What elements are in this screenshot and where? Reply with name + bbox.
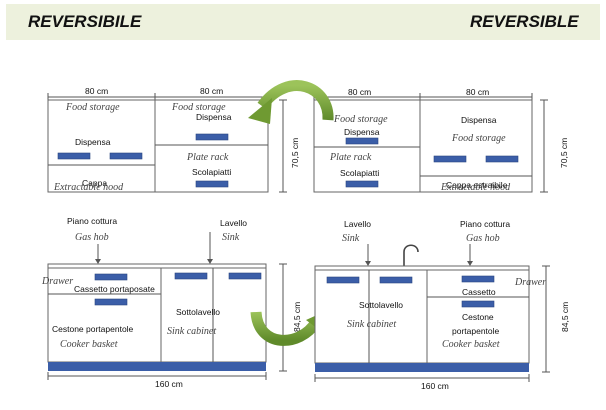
label-plate-rack: Plate rack [329, 152, 372, 163]
plinth [48, 362, 266, 371]
label-plate-rack: Plate rack [186, 152, 229, 163]
bottom-right-base-units: Lavello Sink Piano cottura Gas hob Sotto… [314, 219, 570, 391]
handle [94, 298, 128, 306]
title-left: REVERSIBILE [28, 12, 142, 31]
handle [228, 272, 262, 280]
label-dispensa: Dispensa [75, 137, 111, 147]
cabinet-hob [426, 269, 530, 364]
label-extractable-hood: Extractable hood [53, 182, 124, 193]
label-portapentole: portapentole [452, 326, 500, 336]
handle [379, 276, 413, 284]
worktop [314, 265, 530, 271]
pointer-head [207, 259, 213, 264]
label-drawer: Drawer [41, 276, 73, 287]
plinth [315, 363, 529, 372]
label-gas-hob: Gas hob [466, 233, 500, 244]
handle [345, 180, 379, 188]
handle [195, 180, 229, 188]
handle [433, 155, 467, 163]
height-label: 70,5 cm [290, 138, 300, 168]
handle [94, 273, 128, 281]
cabinet-left [47, 99, 156, 193]
label-cassetto-portaposate: Cassetto portaposate [74, 284, 155, 294]
label-scolapiatti: Scolapiatti [340, 168, 379, 178]
handle [345, 137, 379, 145]
height-label: 84,5 cm [560, 302, 570, 332]
label-lavello: Lavello [344, 219, 371, 229]
label-food-storage: Food storage [65, 102, 120, 113]
faucet-icon [403, 244, 419, 266]
dim-label-80cm: 80 cm [85, 86, 108, 96]
label-sottolavello: Sottolavello [176, 307, 220, 317]
cabinet-sink [314, 269, 428, 364]
label-sink-cabinet: Sink cabinet [347, 319, 396, 330]
label-dispensa: Dispensa [196, 112, 232, 122]
label-dispensa: Dispensa [461, 115, 497, 125]
dim-label-80cm: 80 cm [466, 87, 489, 97]
width-label: 160 cm [155, 379, 183, 389]
height-label: 84,5 cm [292, 302, 302, 332]
label-lavello: Lavello [220, 218, 247, 228]
bottom-left-base-units: Piano cottura Gas hob Lavello Sink Drawe… [41, 216, 302, 389]
handle [195, 133, 229, 141]
dim-label-80cm: 80 cm [348, 87, 371, 97]
pointer-head [95, 259, 101, 264]
dim-label-80cm: 80 cm [200, 86, 223, 96]
label-sink: Sink [222, 232, 240, 243]
label-cestone: Cestone [462, 312, 494, 322]
title-banner [6, 4, 600, 40]
label-extractable-hood: Extractable hood [440, 182, 511, 193]
label-piano-cottura: Piano cottura [460, 219, 510, 229]
label-food-storage: Food storage [171, 102, 226, 113]
cabinet-right [154, 99, 269, 193]
label-piano-cottura: Piano cottura [67, 216, 117, 226]
handle [461, 300, 495, 308]
cabinet-hob [47, 267, 162, 363]
label-sink-cabinet: Sink cabinet [167, 326, 216, 337]
label-cestone: Cestone portapentole [52, 324, 134, 334]
handle [57, 152, 91, 160]
width-label: 160 cm [421, 381, 449, 391]
label-scolapiatti: Scolapiatti [192, 167, 231, 177]
handle [326, 276, 360, 284]
cabinet-right [419, 99, 533, 193]
label-gas-hob: Gas hob [75, 232, 109, 243]
label-cooker-basket: Cooker basket [60, 339, 118, 350]
label-food-storage: Food storage [451, 133, 506, 144]
label-food-storage: Food storage [333, 114, 388, 125]
handle [485, 155, 519, 163]
label-dispensa: Dispensa [344, 127, 380, 137]
top-right-wall-units: 80 cm 80 cm Food storage Dispensa Plate … [313, 87, 569, 193]
top-left-wall-units: 80 cm 80 cm Food storage Dispensa Cappa … [47, 86, 300, 193]
handle [174, 272, 208, 280]
label-sottolavello: Sottolavello [359, 300, 403, 310]
handle [109, 152, 143, 160]
pointer-head [467, 261, 473, 266]
label-drawer: Drawer [514, 277, 546, 288]
height-label: 70,5 cm [559, 138, 569, 168]
label-cappa-estraibile: Cappa estraibile [446, 180, 508, 190]
label-cassetto: Cassetto [462, 287, 496, 297]
handle [461, 275, 495, 283]
label-sink: Sink [342, 233, 360, 244]
title-right: REVERSIBLE [470, 12, 579, 31]
swap-arrow-top-icon [248, 80, 334, 124]
pointer-head [365, 261, 371, 266]
worktop [47, 263, 267, 269]
label-cappa: Cappa [82, 178, 107, 188]
label-cooker-basket: Cooker basket [442, 339, 500, 350]
